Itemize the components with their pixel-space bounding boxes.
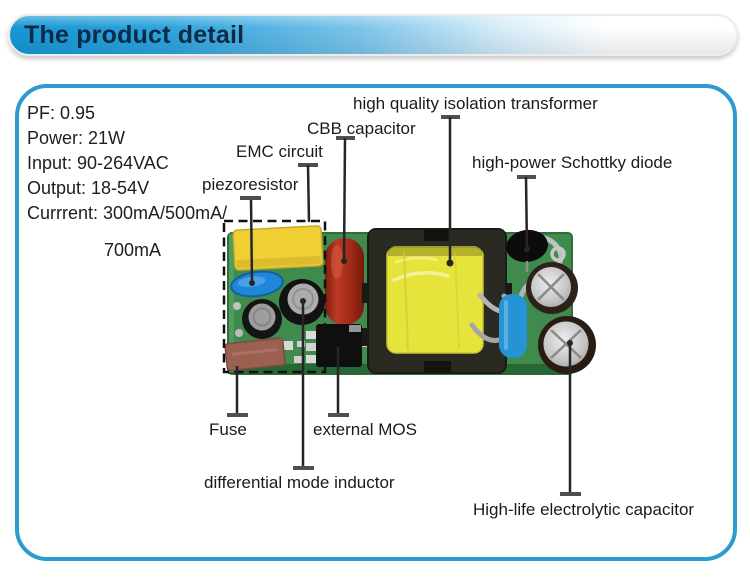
transformer-tape-shadow bbox=[388, 247, 482, 256]
label-schottky-diode: high-power Schottky diode bbox=[472, 153, 673, 172]
mos-leg bbox=[306, 331, 316, 339]
label-fuse: Fuse bbox=[209, 420, 247, 439]
spec-pf: PF: 0.95 bbox=[27, 103, 96, 123]
header-bar: The product detail bbox=[8, 14, 738, 56]
label-inductor: differential mode inductor bbox=[204, 473, 395, 492]
label-transformer: high quality isolation transformer bbox=[353, 94, 598, 113]
ecap-score bbox=[537, 273, 565, 301]
film-capacitor bbox=[232, 225, 324, 271]
transformer-component bbox=[362, 228, 512, 374]
callout-dot bbox=[567, 340, 573, 346]
inductor-small-core bbox=[248, 303, 276, 331]
fuse-body bbox=[224, 337, 286, 372]
spec-current-cont: 700mA bbox=[104, 240, 162, 260]
callout-line-schottky bbox=[524, 176, 529, 251]
spec-output: Output: 18-54V bbox=[27, 178, 150, 198]
callout-line-piezoresistor bbox=[249, 197, 254, 285]
blue-capacitor-component bbox=[499, 294, 527, 358]
mos-leg bbox=[306, 355, 316, 363]
electrolytic-capacitor-bottom bbox=[538, 316, 596, 374]
tape-crease bbox=[454, 251, 460, 349]
label-emc-circuit: EMC circuit bbox=[236, 142, 323, 161]
specs-block: PF: 0.95 Power: 21W Input: 90-264VAC Out… bbox=[27, 101, 227, 263]
emc-circuit-dashed-box bbox=[222, 219, 327, 374]
film-capacitor-shadow bbox=[236, 255, 321, 269]
page-title: The product detail bbox=[24, 21, 245, 49]
inductor-small bbox=[242, 299, 282, 339]
callout-lines bbox=[227, 115, 581, 496]
electrolytic-capacitor-top bbox=[526, 262, 578, 314]
cbb-capacitor-highlight bbox=[331, 245, 343, 279]
solder-pad bbox=[233, 302, 241, 310]
cbb-capacitor-body bbox=[325, 238, 364, 325]
mos-leg bbox=[306, 343, 316, 351]
label-cbb-capacitor: CBB capacitor bbox=[307, 119, 416, 138]
solder-pad bbox=[297, 341, 305, 347]
tape-highlight bbox=[392, 271, 450, 282]
fuse-stripe bbox=[231, 348, 278, 356]
callout-dot bbox=[524, 246, 530, 252]
spec-current: Currrent: 300mA/500mA/ bbox=[27, 203, 228, 223]
transformer-notch bbox=[424, 361, 451, 373]
label-piezoresistor: piezoresistor bbox=[202, 175, 299, 194]
inductor-small-ring bbox=[252, 307, 272, 327]
fuse-component bbox=[224, 337, 286, 372]
label-external-mos: external MOS bbox=[313, 420, 417, 439]
solder-pad bbox=[294, 356, 304, 363]
spec-input: Input: 90-264VAC bbox=[27, 153, 169, 173]
cbb-capacitor-component bbox=[325, 238, 364, 325]
callout-dot bbox=[300, 298, 306, 304]
wire-loop bbox=[550, 246, 566, 262]
mos-glint bbox=[349, 325, 361, 332]
spec-power: Power: 21W bbox=[27, 128, 126, 148]
callout-dot bbox=[341, 258, 347, 264]
transformer-notch bbox=[424, 229, 451, 241]
callout-line-emc bbox=[306, 164, 311, 223]
label-electrolytic-capacitor: High-life electrolytic capacitor bbox=[473, 500, 695, 519]
solder-pad bbox=[281, 341, 293, 350]
tape-highlight bbox=[394, 256, 438, 264]
mos-body bbox=[316, 324, 362, 367]
solder-pad bbox=[235, 329, 243, 337]
callout-dot bbox=[249, 280, 255, 286]
callout-line-cbb bbox=[342, 137, 347, 263]
blue-capacitor-body bbox=[499, 294, 527, 358]
tape-crease bbox=[403, 249, 409, 351]
pcb-left-edge bbox=[229, 234, 234, 372]
transformer-tape bbox=[386, 246, 484, 354]
callout-dot bbox=[446, 259, 454, 267]
ecap-score bbox=[550, 329, 582, 359]
